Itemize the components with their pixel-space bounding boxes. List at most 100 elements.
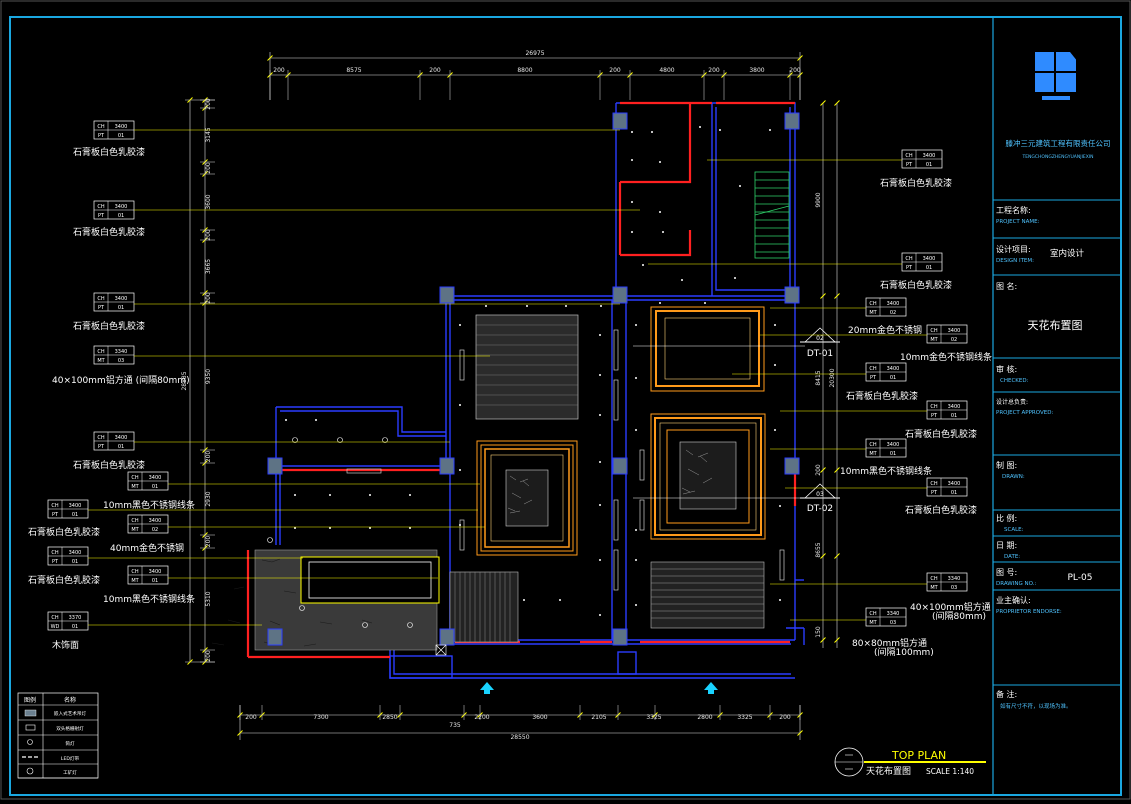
callout-value: 02	[152, 527, 158, 533]
callout-code: MT	[869, 451, 877, 457]
callout-value: 02	[951, 337, 957, 343]
callout-value: 3400	[69, 503, 82, 509]
callout-code: PT	[906, 265, 913, 271]
drawn-label-en: DRAWN:	[1002, 474, 1025, 480]
callout-value: 01	[926, 162, 932, 168]
callout-code: MT	[869, 310, 877, 316]
dim-left-segment: 9350	[205, 369, 212, 384]
dim-right-a: 8415	[815, 370, 822, 385]
callout-value: 01	[926, 265, 932, 271]
callout-code: CH	[131, 475, 138, 481]
callout-value: 3370	[69, 615, 82, 621]
endorse-label-en: PROPRIETOR ENDORSE:	[996, 609, 1062, 615]
downlights	[285, 126, 781, 616]
callout-code: PT	[98, 133, 105, 139]
svg-text:DT-01: DT-01	[807, 349, 833, 359]
callout-value: 3400	[948, 328, 961, 334]
company-name-en: TENGCHONGZHENGYUANJIEXIN	[1021, 154, 1093, 160]
drawing-no-value: PL-05	[1068, 573, 1093, 583]
callout-code: CH	[97, 435, 104, 441]
callout-code: CH	[131, 518, 138, 524]
dim-left-segment: 200	[205, 292, 212, 304]
callout-code: CH	[905, 256, 912, 262]
callout-value: 3400	[923, 153, 936, 159]
highbay-lamp-icon	[26, 767, 34, 775]
grille-spotlight-icon	[25, 724, 36, 731]
dim-left-segment: 200	[205, 536, 212, 548]
svg-text:DT-02: DT-02	[807, 504, 833, 514]
legend-row: LED灯带	[18, 755, 98, 765]
callout-value: 01	[72, 624, 78, 630]
dim-left-segment: 3145	[205, 127, 212, 142]
endorse-label: 业主确认:	[996, 595, 1031, 605]
callout-code: CH	[97, 204, 104, 210]
dim-left-segment: 200	[205, 229, 212, 241]
callout-code: CH	[51, 550, 58, 556]
callout-code: MT	[97, 358, 105, 364]
dim-top-segment: 200	[273, 67, 285, 74]
callout-value: 01	[118, 305, 124, 311]
legend-header-name: 名称	[64, 696, 76, 704]
drawing-name-label: 图 名:	[996, 281, 1017, 291]
plan-scale: SCALE 1:140	[926, 767, 974, 776]
dimension-ticks	[187, 55, 840, 736]
dim-bottom-segment: 2105	[591, 714, 606, 721]
dim-right-upper: 9900	[815, 192, 822, 207]
legend-item-label: 筒灯	[65, 740, 75, 747]
pendant-lamp-icon	[24, 709, 37, 717]
callout-code: CH	[51, 615, 58, 621]
callout-code: MT	[131, 527, 139, 533]
callout-value: 01	[152, 484, 158, 490]
callout-code: PT	[52, 512, 59, 518]
callout-value: 3400	[69, 550, 82, 556]
callout-value: 3400	[887, 442, 900, 448]
dim-left-segment: 3600	[205, 194, 212, 209]
callout-code: CH	[97, 349, 104, 355]
dim-top-segment: 200	[609, 67, 621, 74]
callout-text: 40×100mm铝方通 (间隔80mm)	[52, 374, 190, 386]
callout-code: CH	[930, 481, 937, 487]
approved-label-en: PROJECT APPROVED:	[996, 410, 1053, 416]
ceiling-feature-center-right	[650, 413, 766, 540]
dim-right-mid: 20300	[829, 368, 836, 387]
callout-code: PT	[98, 213, 105, 219]
checked-label-en: CHECKED:	[1000, 378, 1029, 384]
dim-left-segment: 5310	[205, 591, 212, 606]
date-label-en: DATE:	[1004, 554, 1020, 560]
callout-text: 80×80mm铝方通	[852, 637, 927, 649]
callout-value: 3400	[948, 404, 961, 410]
callout-value: 01	[72, 559, 78, 565]
callout-value: 01	[118, 444, 124, 450]
callout-text: 20mm金色不锈钢	[848, 324, 922, 336]
vertical-strip-ceiling	[449, 571, 519, 643]
dim-bottom-segment: 2850	[382, 714, 397, 721]
drawing-no-label: 图 号:	[996, 568, 1017, 577]
svg-text:02: 02	[816, 335, 824, 342]
callout-value: 01	[951, 490, 957, 496]
downlight-icon	[27, 739, 33, 745]
callout-text: 石膏板白色乳胶漆	[905, 504, 977, 516]
plan-title: TOP PLAN 天花布置图 SCALE 1:140	[834, 747, 986, 777]
entrance-arrow-icon	[704, 682, 718, 694]
dim-bottom-segment: 3325	[737, 714, 752, 721]
callout-value: 01	[118, 213, 124, 219]
callout-value: 3400	[115, 296, 128, 302]
callout-code: MT	[131, 484, 139, 490]
legend-item-label: 双头格栅射灯	[56, 725, 84, 732]
callout-value: 01	[890, 451, 896, 457]
callout-code: MT	[869, 620, 877, 626]
callout-value: 3400	[887, 301, 900, 307]
callout-code: CH	[930, 404, 937, 410]
aluminum-strip-ceiling	[650, 561, 765, 629]
legend-row: 嵌入式艺术吊灯	[18, 709, 98, 721]
callout-text: 石膏板白色乳胶漆	[73, 320, 145, 332]
